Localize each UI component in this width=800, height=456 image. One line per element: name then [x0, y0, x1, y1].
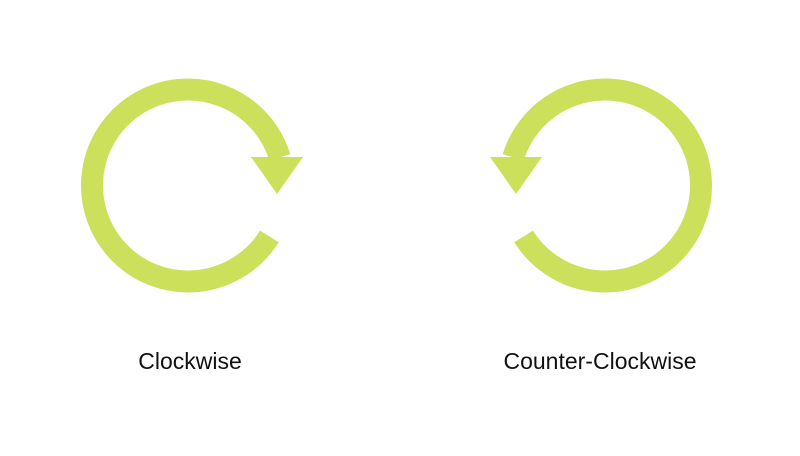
counter-clockwise-arrow-icon — [490, 78, 712, 293]
clockwise-arrow-icon — [81, 78, 303, 293]
clockwise-label: Clockwise — [138, 348, 242, 374]
counter-clockwise-label: Counter-Clockwise — [503, 348, 697, 374]
